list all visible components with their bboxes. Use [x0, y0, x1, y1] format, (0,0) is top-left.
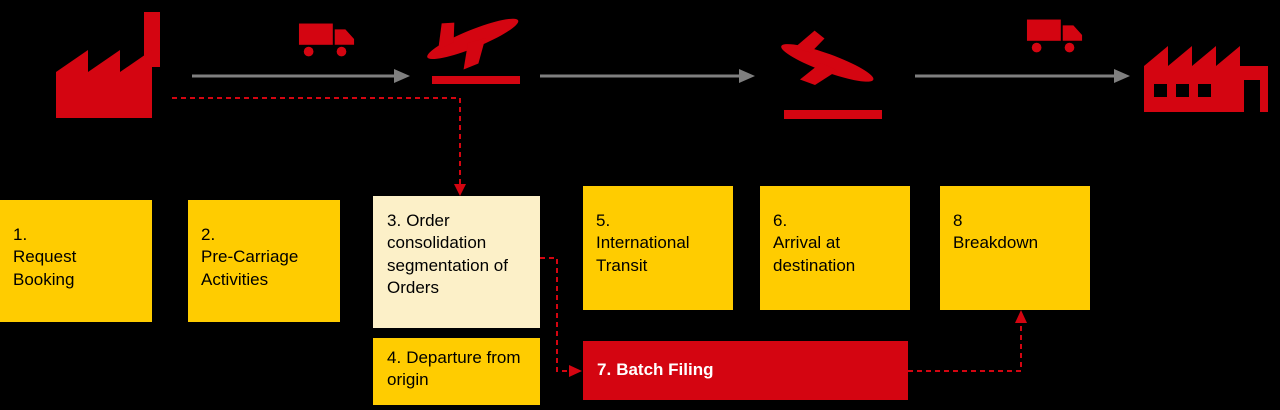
- step-1-request-booking: 1. Request Booking: [0, 200, 152, 322]
- dashed-arrow-batch-filing-to-breakdown: [908, 310, 1027, 372]
- step-5-international-transit: 5. International Transit: [583, 186, 733, 310]
- step-number: 4.: [387, 348, 402, 367]
- dashed-arrow-consolidation-to-batch-filing: [540, 257, 582, 377]
- step-number: 6.: [773, 211, 788, 230]
- plane-takeoff-icon: [413, 0, 531, 83]
- step-label: Arrival at destination: [773, 233, 856, 275]
- step-number: 8: [953, 211, 963, 230]
- truck-precarriage-icon: [298, 18, 356, 60]
- step-number: 5.: [596, 211, 611, 230]
- step-label: Departure from origin: [387, 348, 521, 390]
- flow-arrow-landing-to-destination: [915, 69, 1130, 83]
- plane-landing-icon: [769, 16, 887, 106]
- step-label: Breakdown: [953, 233, 1039, 253]
- landing-runway-bar: [784, 110, 882, 119]
- dashed-arrow-origin-to-consolidation: [172, 97, 466, 196]
- factory-origin-icon: [52, 12, 172, 118]
- step-label: International Transit: [596, 233, 690, 275]
- step-number: 2.: [201, 225, 216, 244]
- factory-destination-icon: [1140, 28, 1272, 112]
- flow-arrow-takeoff-to-landing: [540, 69, 755, 83]
- step-number: 3.: [387, 211, 402, 230]
- step-8-breakdown: 8 Breakdown: [940, 186, 1090, 310]
- takeoff-runway-bar: [432, 76, 520, 84]
- step-6-arrival-at-destination: 6. Arrival at destination: [760, 186, 910, 310]
- flow-arrow-origin-to-takeoff: [192, 69, 410, 83]
- step-label: Pre-Carriage Activities: [201, 247, 299, 289]
- step-label: Request Booking: [13, 247, 77, 289]
- step-2-pre-carriage-activities: 2. Pre-Carriage Activities: [188, 200, 340, 322]
- step-3-order-consolidation: 3.Order consolidation segmentation of Or…: [373, 196, 540, 328]
- step-label: Order consolidation segmentation of Orde…: [387, 211, 508, 298]
- step-4-departure-from-origin: 4.Departure from origin: [373, 338, 540, 405]
- step-number: 7.: [597, 360, 612, 380]
- step-7-batch-filing: 7.Batch Filing: [583, 341, 908, 400]
- truck-oncarriage-icon: [1026, 14, 1084, 56]
- step-label: Batch Filing: [616, 360, 714, 380]
- step-number: 1.: [13, 225, 28, 244]
